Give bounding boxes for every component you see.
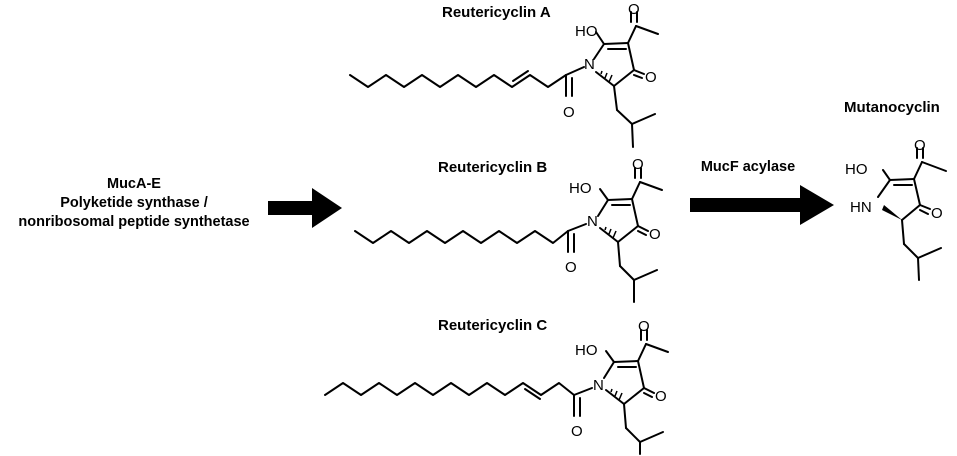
- reutericyclin-c: Reutericyclin C: [324, 317, 669, 455]
- reutericyclin-b-structure: HO N O O O: [354, 156, 663, 303]
- reutericyclin-b-n-label: N: [587, 213, 598, 230]
- reutericyclin-a-acyl-oxygen: O: [563, 104, 575, 121]
- step-muca-e-description-2: nonribosomal peptide synthetase: [18, 214, 249, 230]
- reutericyclin-c-ring-oxygen: O: [655, 388, 667, 405]
- reutericyclin-a-ho-label: HO: [575, 23, 598, 40]
- reutericyclin-b-acyl-oxygen: O: [565, 259, 577, 276]
- step-muca-e-description-1: Polyketide synthase /: [60, 195, 207, 211]
- mutanocyclin-title: Mutanocyclin: [844, 99, 940, 116]
- right-arrow-icon: [268, 188, 342, 228]
- right-arrow-icon: [690, 185, 834, 225]
- reutericyclin-c-title: Reutericyclin C: [438, 317, 547, 334]
- reutericyclin-b-acetyl-oxygen: O: [632, 156, 644, 173]
- mutanocyclin-acetyl-oxygen: O: [914, 137, 926, 154]
- step-muca-e-label: MucA-E: [107, 176, 161, 192]
- reutericyclin-b: Reutericyclin B: [354, 156, 663, 303]
- mutanocyclin-hn-label: HN: [850, 199, 872, 216]
- mutanocyclin: Mutanocyclin HO HN O: [844, 99, 947, 281]
- reutericyclin-a-n-label: N: [584, 56, 595, 73]
- reutericyclin-c-structure: HO N O O O: [324, 318, 669, 455]
- mutanocyclin-ho-label: HO: [845, 161, 868, 178]
- reutericyclin-a-acetyl-oxygen: O: [628, 1, 640, 18]
- reutericyclin-c-acetyl-oxygen: O: [638, 318, 650, 335]
- reutericyclin-c-ho-label: HO: [575, 342, 598, 359]
- step-muca-e: MucA-E Polyketide synthase / nonribosoma…: [18, 176, 342, 230]
- reutericyclin-c-n-label: N: [593, 377, 604, 394]
- mutanocyclin-ring-oxygen: O: [931, 205, 943, 222]
- reutericyclin-b-ring-oxygen: O: [649, 226, 661, 243]
- reutericyclin-a-title: Reutericyclin A: [442, 4, 551, 21]
- step-mucf: MucF acylase: [690, 159, 834, 225]
- reutericyclin-a: Reutericyclin A: [349, 1, 659, 148]
- reutericyclin-b-title: Reutericyclin B: [438, 159, 547, 176]
- mutanocyclin-structure: HO HN O O: [845, 137, 947, 281]
- reutericyclin-c-acyl-oxygen: O: [571, 423, 583, 440]
- reutericyclin-b-ho-label: HO: [569, 180, 592, 197]
- reutericyclin-a-structure: HO N O O O: [349, 1, 659, 148]
- reutericyclin-a-ring-oxygen: O: [645, 69, 657, 86]
- step-mucf-label: MucF acylase: [701, 159, 795, 175]
